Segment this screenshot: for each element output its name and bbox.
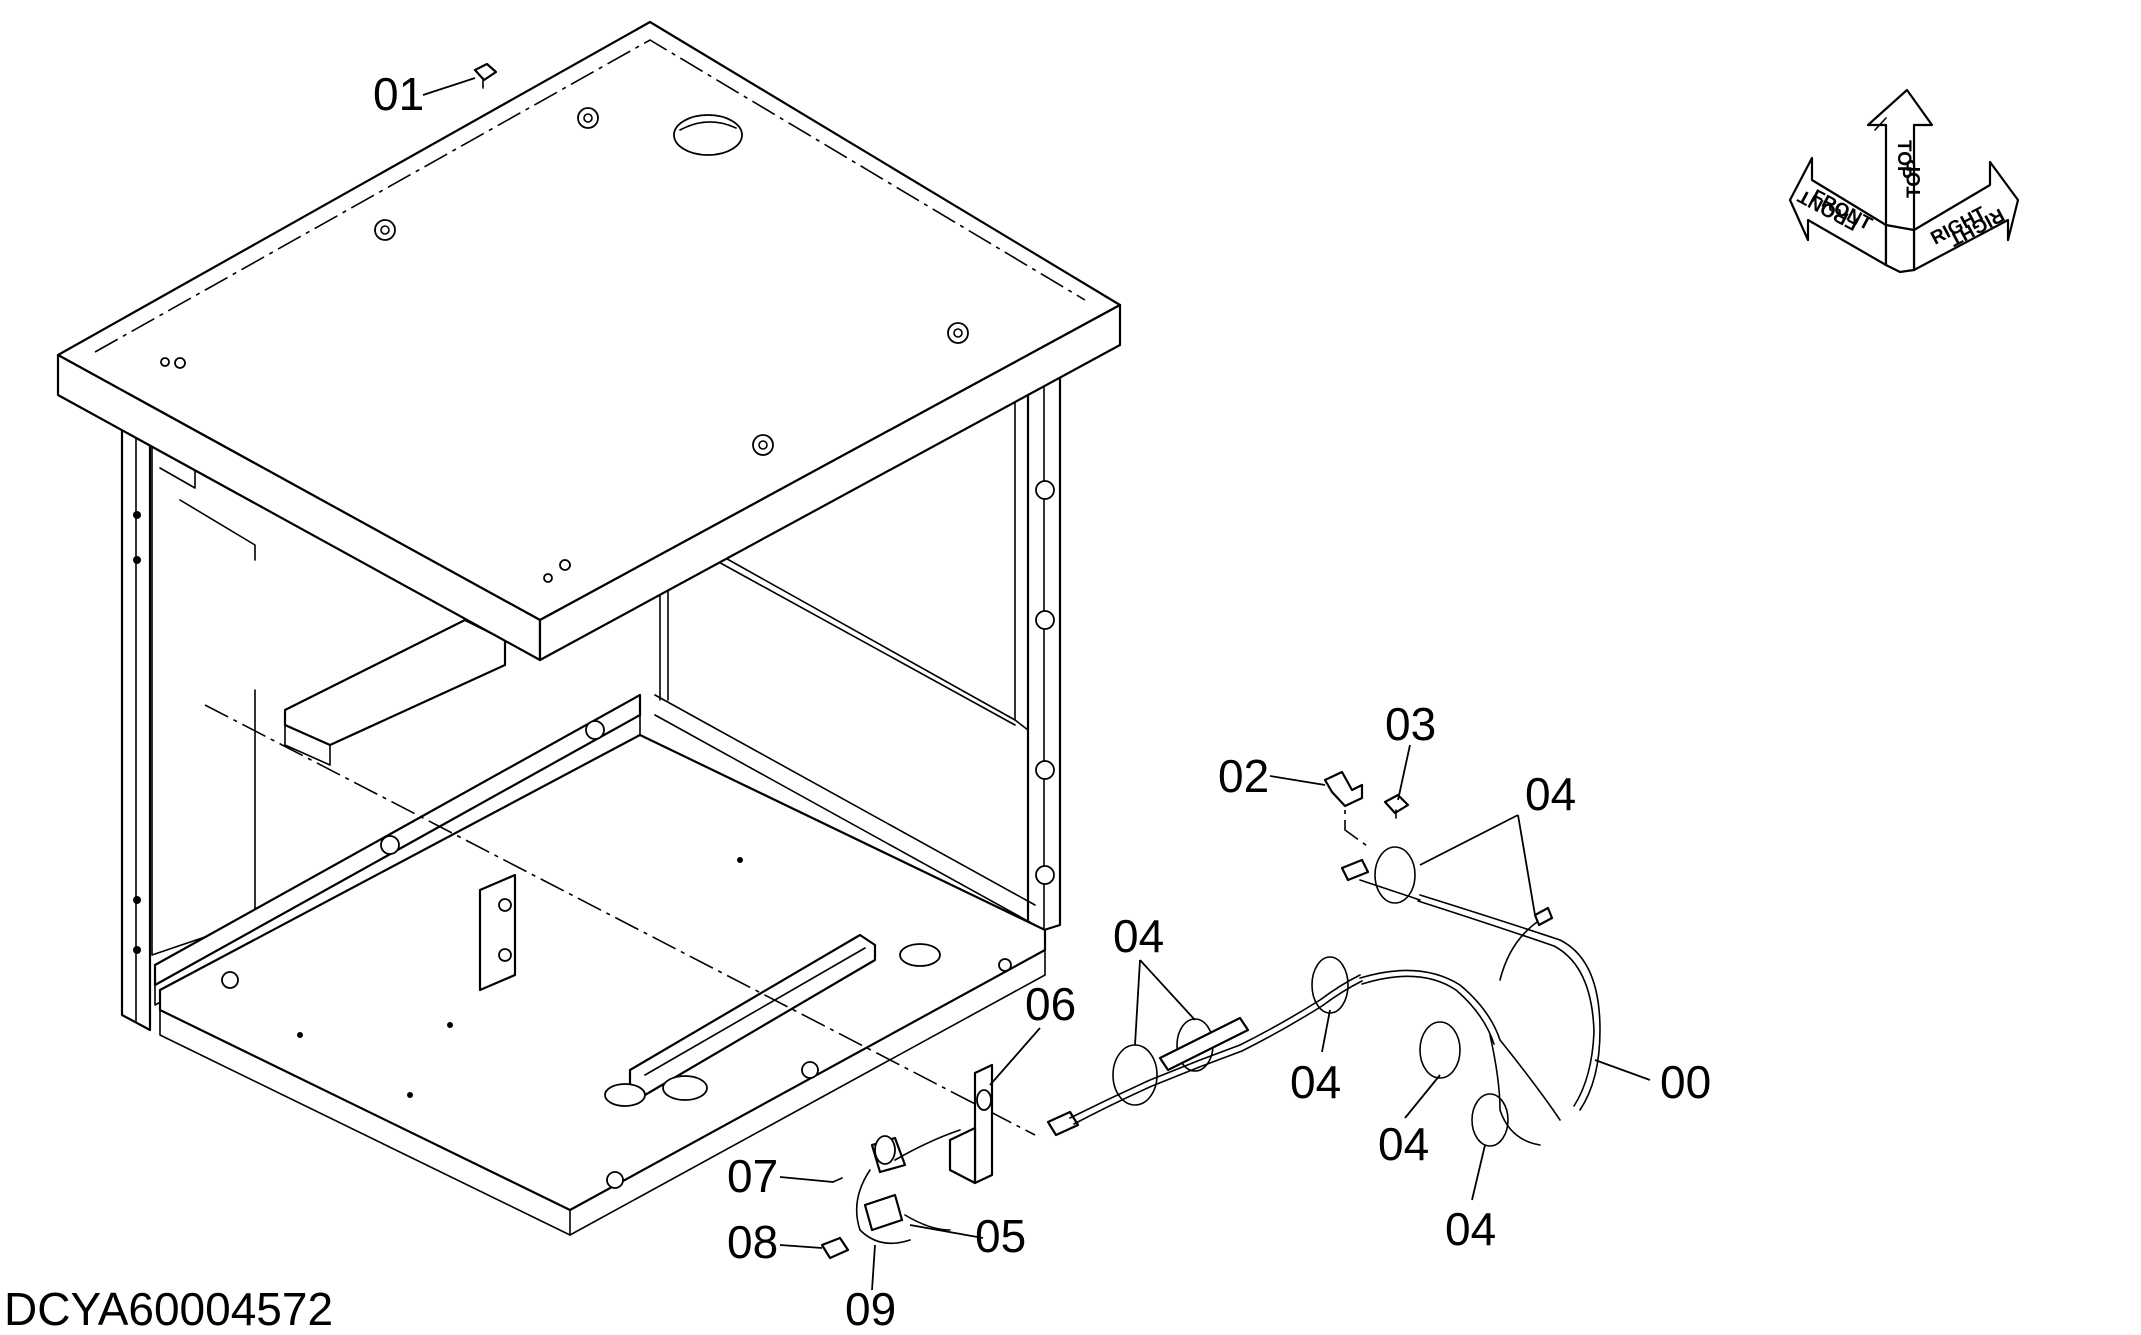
callout-02: 02 xyxy=(1218,750,1269,802)
sensor-part-05 xyxy=(855,1129,961,1245)
bolt-part-01 xyxy=(473,62,498,89)
top-label: TOP xyxy=(1893,140,1914,179)
document-id: DCYA60004572 xyxy=(4,1283,333,1335)
callout-04-a: 04 xyxy=(1525,768,1576,820)
bracket-part-06 xyxy=(948,1063,994,1185)
leader-lines xyxy=(422,77,1651,1291)
callout-08: 08 xyxy=(727,1216,778,1268)
callout-04-c: 04 xyxy=(1290,1056,1341,1108)
callout-03: 03 xyxy=(1385,698,1436,750)
cabinet-frame xyxy=(120,368,1062,1032)
callout-04-b: 04 xyxy=(1113,910,1164,962)
callout-01: 01 xyxy=(373,68,424,120)
wire-harness-00 xyxy=(1046,846,1601,1147)
callout-05: 05 xyxy=(975,1210,1026,1262)
callout-07: 07 xyxy=(727,1150,778,1202)
callout-labels: 01 02 03 04 04 04 04 04 00 06 07 08 05 0… xyxy=(373,68,1711,1335)
clip-part-02 xyxy=(1323,770,1364,808)
base-tray xyxy=(158,733,1047,1236)
screw-part-07 xyxy=(832,1177,843,1183)
top-label-mirror: TOP xyxy=(1904,159,1925,198)
callout-09: 09 xyxy=(845,1283,896,1335)
callout-06: 06 xyxy=(1025,978,1076,1030)
callout-04-d: 04 xyxy=(1378,1118,1429,1170)
callout-00: 00 xyxy=(1660,1056,1711,1108)
callout-04-e: 04 xyxy=(1445,1203,1496,1255)
orientation-indicator: FRONT FRONT TOP TOP RIGHT RIGHT xyxy=(1788,88,2020,274)
top-cover xyxy=(56,20,1122,662)
screw-part-03 xyxy=(1383,793,1410,819)
top-bolts xyxy=(160,107,969,583)
bolt-part-08 xyxy=(820,1236,850,1260)
